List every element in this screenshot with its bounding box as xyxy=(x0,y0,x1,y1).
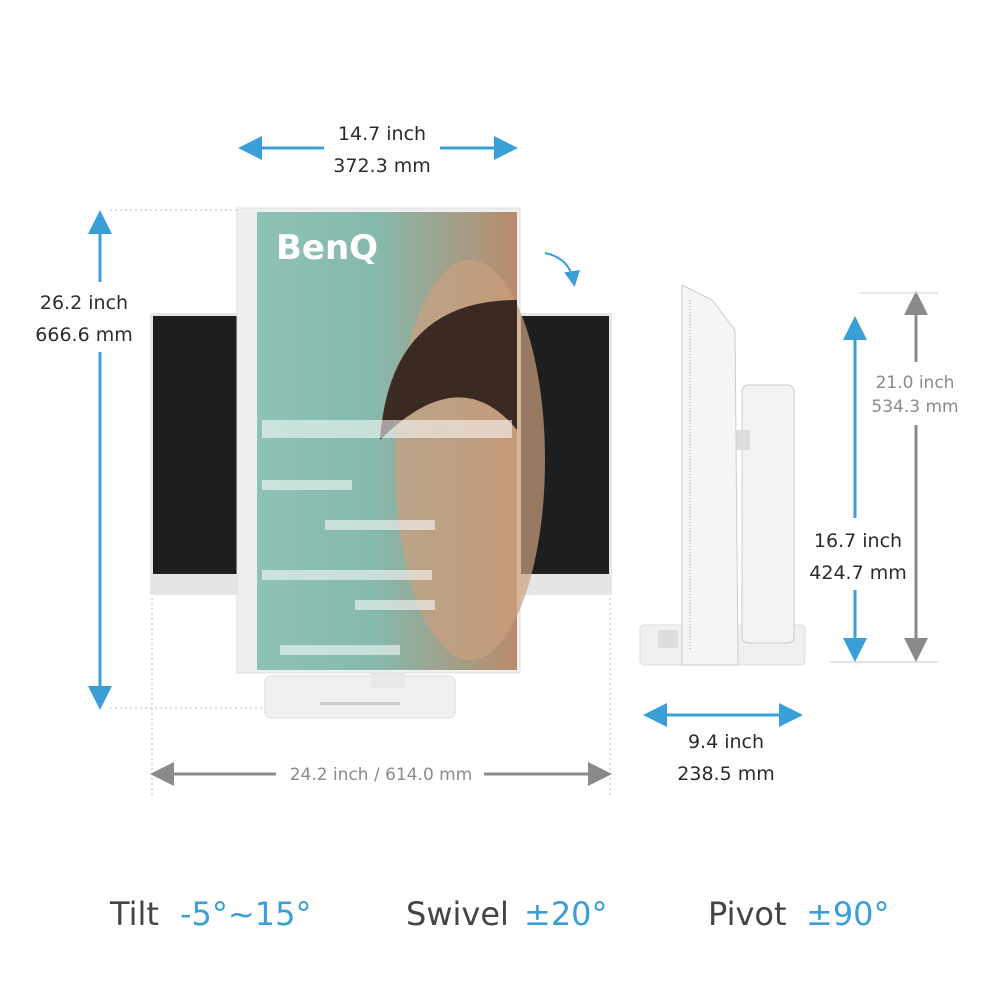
width-mm-label: 372.3 mm xyxy=(333,155,430,177)
height-inch-label: 26.2 inch xyxy=(40,292,128,314)
max-height-inch-label: 21.0 inch xyxy=(876,373,955,393)
height-mm-label: 666.6 mm xyxy=(35,324,132,346)
landscape-monitor-ghost xyxy=(150,313,612,595)
swivel-value: ±20° xyxy=(524,895,608,933)
min-height-inch-label: 16.7 inch xyxy=(814,530,902,552)
min-height-mm-label: 424.7 mm xyxy=(809,562,906,584)
tilt-value: -5°~15° xyxy=(180,895,311,933)
tilt-label: Tilt xyxy=(109,895,159,933)
pivot-value: ±90° xyxy=(806,895,890,933)
side-monitor xyxy=(639,284,806,666)
pivot-arrow-icon xyxy=(544,252,580,287)
brand-logo: BenQ xyxy=(276,228,378,268)
front-monitor-portrait: BenQ xyxy=(236,207,580,719)
depth-mm-label: 238.5 mm xyxy=(677,763,774,785)
width-inch-label: 14.7 inch xyxy=(338,123,426,145)
max-height-mm-label: 534.3 mm xyxy=(871,397,958,417)
landscape-width-label: 24.2 inch / 614.0 mm xyxy=(290,765,473,785)
pivot-label: Pivot xyxy=(708,895,787,933)
guide-lines xyxy=(110,209,611,795)
depth-inch-label: 9.4 inch xyxy=(688,731,764,753)
swivel-label: Swivel xyxy=(406,895,509,933)
